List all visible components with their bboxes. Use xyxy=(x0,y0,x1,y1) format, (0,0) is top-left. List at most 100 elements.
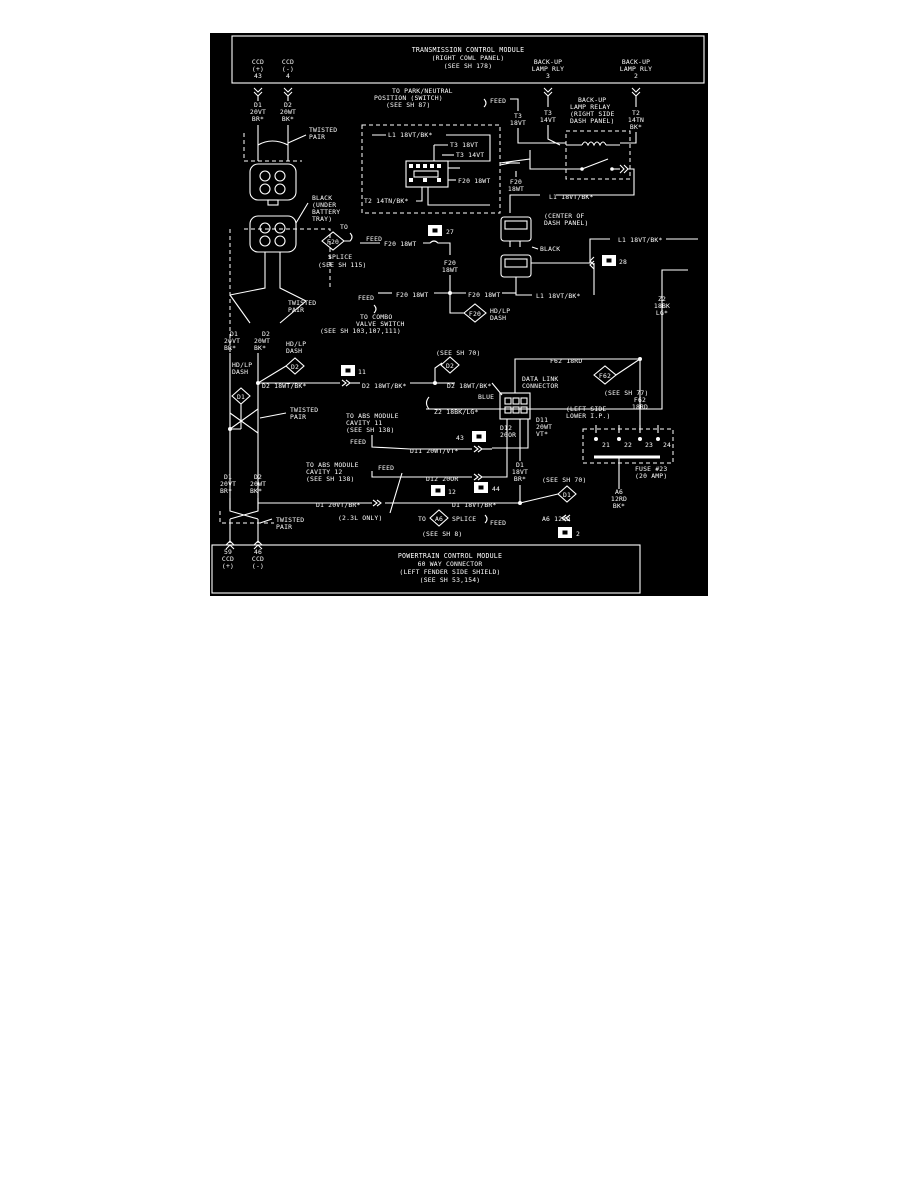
wire-label: F20 18WT xyxy=(468,291,500,299)
l1-to-connector xyxy=(509,194,540,213)
fuse-label: (20 AMP) xyxy=(635,472,667,480)
wire-label: D1 xyxy=(516,461,524,469)
twisted-pair-label: TWISTED xyxy=(309,126,337,134)
wire-label: BR* xyxy=(514,475,526,483)
combo-label: TO COMBO xyxy=(360,313,392,321)
twisted-pair-leader xyxy=(287,134,307,144)
see-sheet-label: (SEE SH 77) xyxy=(604,389,649,397)
ref-number: 44 xyxy=(492,485,500,493)
feed-hook xyxy=(484,514,488,524)
wire-label: D2 xyxy=(254,473,262,481)
hd-lp-label: HD/LP xyxy=(286,340,306,348)
shield-dash-top xyxy=(243,133,302,162)
wire-label: F20 18WT xyxy=(458,177,490,185)
wire-label: D11 xyxy=(536,416,548,424)
ref-box-11: 11 xyxy=(341,365,366,376)
wire-label: 20WT xyxy=(250,480,266,488)
combo-label: (SEE SH 103,107,111) xyxy=(320,327,401,335)
wire-label: 12RD xyxy=(611,495,627,503)
inline-connector xyxy=(473,445,483,453)
feed-label: FEED xyxy=(378,464,394,472)
see-sheet-label: (SEE SH 8) xyxy=(422,530,462,538)
center-dash-connector xyxy=(500,216,532,278)
see-sheet-label: (SEE SH 115) xyxy=(318,261,367,269)
splice-label: SPLICE xyxy=(328,253,352,261)
tcm-pin-label: LAMP RLY xyxy=(620,65,652,73)
to-label: TO xyxy=(340,223,348,231)
wire-label: D1 xyxy=(224,473,232,481)
wire-label: VT* xyxy=(536,430,548,438)
tcm-pin-label: (+) xyxy=(252,65,264,73)
d1-splice-diamond-right: D1 xyxy=(557,485,577,503)
feed-label: FEED xyxy=(490,519,506,527)
wire-label: F20 18WT xyxy=(384,240,416,248)
twisted-pair-label: TWISTED xyxy=(288,299,316,307)
f62-diamond: F62 xyxy=(593,365,617,385)
z2-right-vertical xyxy=(502,269,688,410)
pcm-pin-number: 46 xyxy=(254,548,262,556)
hd-lp-label: DASH xyxy=(232,368,248,376)
connector-color-label: BLUE xyxy=(478,393,494,401)
a6-splice-diamond: A6 xyxy=(429,509,449,527)
connector-location-label: BATTERY xyxy=(312,208,340,216)
inline-connector xyxy=(372,499,382,507)
wire-label: 20WT xyxy=(536,423,552,431)
twisted-pair-label: TWISTED xyxy=(290,406,318,414)
t2-lower xyxy=(620,132,637,144)
pn-switch-label: TO PARK/NEUTRAL xyxy=(392,87,453,95)
t3-14vt-lower xyxy=(547,125,561,146)
connector-4pin-upper xyxy=(249,163,309,253)
feed-label: FEED xyxy=(490,97,506,105)
wire-label: L1 18VT/BK* xyxy=(388,131,433,139)
d11-vertical xyxy=(492,419,529,449)
backup-lamp-relay xyxy=(565,130,631,180)
d2-splice-diamond-right: D2 xyxy=(440,356,460,374)
pn-switch-label: (SEE SH 87) xyxy=(386,101,431,109)
wire-label: T2 xyxy=(632,109,640,117)
black-leader xyxy=(531,246,539,250)
wire-label: 18VT xyxy=(510,119,526,127)
abs-label: (SEE SH 138) xyxy=(346,426,395,434)
location-label: (LEFT SIDE xyxy=(566,405,606,413)
tcm-pin-number: 2 xyxy=(634,72,638,80)
dlc-label: DATA LINK xyxy=(522,375,558,383)
tcm-pin-label: LAMP RLY xyxy=(532,65,564,73)
wire-label: D11 20WT/VT* xyxy=(410,447,459,455)
tcm-location: (RIGHT COWL PANEL) xyxy=(432,54,505,62)
fuse-pin-label: 23 xyxy=(645,441,653,449)
dlc-label: CONNECTOR xyxy=(522,382,558,390)
twist-mark xyxy=(257,140,289,146)
ref-number: 28 xyxy=(619,258,627,266)
twisted-pair-lines-2 xyxy=(229,294,307,324)
ref-number: 43 xyxy=(456,434,464,442)
hd-lp-label: DASH xyxy=(490,314,506,322)
f62-horizontal xyxy=(514,358,640,393)
relay-label: LAMP RELAY xyxy=(570,103,610,111)
twisted-pair-label: TWISTED xyxy=(276,516,304,524)
wire-label: D1 xyxy=(230,330,238,338)
t3-inner-wire xyxy=(433,144,448,161)
wire-label: D1 20VT/BR* xyxy=(316,501,361,509)
wire-label: L1 18VT/BK* xyxy=(618,236,663,244)
pcm-pin-label: CCD xyxy=(222,555,234,563)
l1-lower-run xyxy=(515,277,532,296)
wire-label: D2 18WT/BK* xyxy=(447,382,492,390)
d11-horizontal xyxy=(371,435,472,450)
d1-d2-top-labels: D1 20VT BR* D2 20WT BK* xyxy=(250,101,296,123)
relay-label: (RIGHT SIDE xyxy=(570,110,615,118)
wire-label: Z2 18BK/LG* xyxy=(434,408,479,416)
wire-label: 20VT xyxy=(220,480,236,488)
wire-label: 20VT xyxy=(224,337,240,345)
park-neutral-switch xyxy=(361,124,511,214)
data-link-connector xyxy=(499,392,531,420)
l1-relay-out xyxy=(556,168,635,196)
ref-number: 27 xyxy=(446,228,454,236)
d1-to-diamond xyxy=(519,493,559,504)
feed-label: FEED xyxy=(358,294,374,302)
wire-label: D2 xyxy=(284,101,292,109)
abs-label: CAVITY 12 xyxy=(306,468,342,476)
ref-number: 12 xyxy=(448,488,456,496)
wire-label: 20VT xyxy=(250,108,266,116)
l1-inner-wire xyxy=(372,134,491,162)
d12-link xyxy=(482,438,508,478)
